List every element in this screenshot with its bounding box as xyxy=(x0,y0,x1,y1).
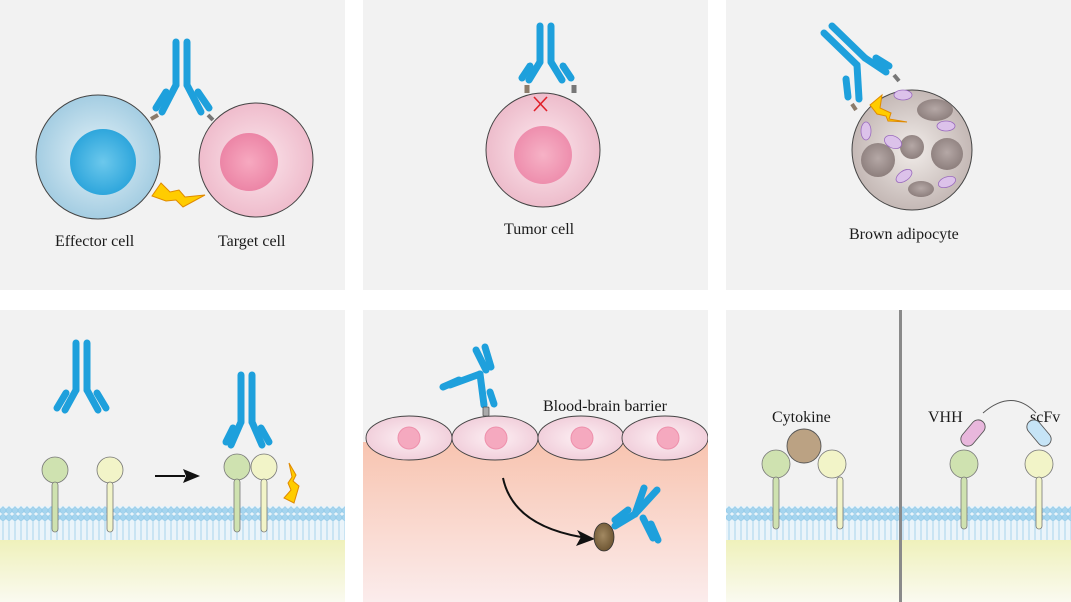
vhh-domain xyxy=(960,419,986,447)
target-nucleus xyxy=(220,133,278,191)
lipid-droplet xyxy=(908,181,934,197)
lightning-icon xyxy=(869,93,908,123)
panel-receptor-dimerization xyxy=(0,310,345,602)
cell-membrane xyxy=(726,506,1071,540)
adcc-diagram: Effector cell Target cell xyxy=(35,38,314,250)
lipid-droplet xyxy=(931,138,963,170)
linker xyxy=(982,400,1037,414)
blocking-diagram: Tumor cell xyxy=(485,22,601,238)
target-cell-label: Target cell xyxy=(218,233,286,250)
inhibition-x-icon xyxy=(533,96,548,112)
cytokine-label: Cytokine xyxy=(772,409,831,426)
mitochondria xyxy=(860,89,957,189)
panel-blocking: Tumor cell xyxy=(363,0,708,290)
cytoplasm xyxy=(0,534,345,602)
receptor-green xyxy=(761,449,791,530)
antibody-icon xyxy=(611,484,662,544)
arrow-head-icon xyxy=(576,530,595,546)
antigen-right xyxy=(892,73,901,83)
adipocyte-label: Brown adipocyte xyxy=(849,226,959,243)
antibody-icon xyxy=(518,22,575,84)
scfv-domain xyxy=(1026,419,1052,447)
lightning-icon xyxy=(151,182,206,208)
vhh-label: VHH xyxy=(928,409,963,426)
panel-bbb-transport: Blood-brain barrier xyxy=(363,310,708,602)
receptor-green xyxy=(949,449,979,530)
receptor-green xyxy=(41,456,69,533)
receptor-yellow xyxy=(1024,449,1054,530)
antibody-icon xyxy=(820,22,893,103)
panel-adipocyte: Brown adipocyte xyxy=(726,0,1071,290)
antibody-icon xyxy=(53,339,110,414)
target-antigen xyxy=(206,113,215,122)
bbb-label: Blood-brain barrier xyxy=(543,398,668,415)
receptor-yellow-bound xyxy=(250,453,278,533)
bbb-receptor xyxy=(482,406,490,417)
tumor-nucleus xyxy=(514,126,572,184)
transport-arrow xyxy=(502,477,582,538)
dimerization-diagram xyxy=(0,339,345,602)
tumor-cell-label: Tumor cell xyxy=(504,221,575,238)
receptor-green-bound xyxy=(223,453,251,533)
panel-cytokine-mimetic: Cytokine VHH scFv xyxy=(726,310,1071,602)
arrow-icon xyxy=(155,469,200,483)
antibody-icon xyxy=(152,38,213,116)
lightning-icon xyxy=(283,462,300,504)
panel-adcc: Effector cell Target cell xyxy=(0,0,345,290)
lipid-droplet xyxy=(900,135,924,159)
lipid-droplet xyxy=(917,99,953,121)
receptor-yellow xyxy=(817,449,847,530)
cytokine xyxy=(786,428,822,464)
fc-receptor xyxy=(150,113,159,121)
antibody-icon xyxy=(439,343,498,409)
adipocyte-diagram: Brown adipocyte xyxy=(820,22,973,243)
effector-cell-label: Effector cell xyxy=(55,233,135,250)
cytokine-mimetic-diagram: Cytokine VHH scFv xyxy=(726,310,1071,602)
antigen-left xyxy=(850,102,858,112)
brain-target xyxy=(593,522,615,552)
effector-nucleus xyxy=(70,129,136,195)
panel-divider xyxy=(899,310,902,602)
bbb-diagram: Blood-brain barrier xyxy=(363,343,708,602)
cytoplasm xyxy=(726,534,1071,602)
endothelial-nuclei xyxy=(397,426,680,450)
lipid-droplet xyxy=(861,143,895,177)
antibody-icon xyxy=(222,371,273,449)
receptor-yellow xyxy=(96,456,124,533)
